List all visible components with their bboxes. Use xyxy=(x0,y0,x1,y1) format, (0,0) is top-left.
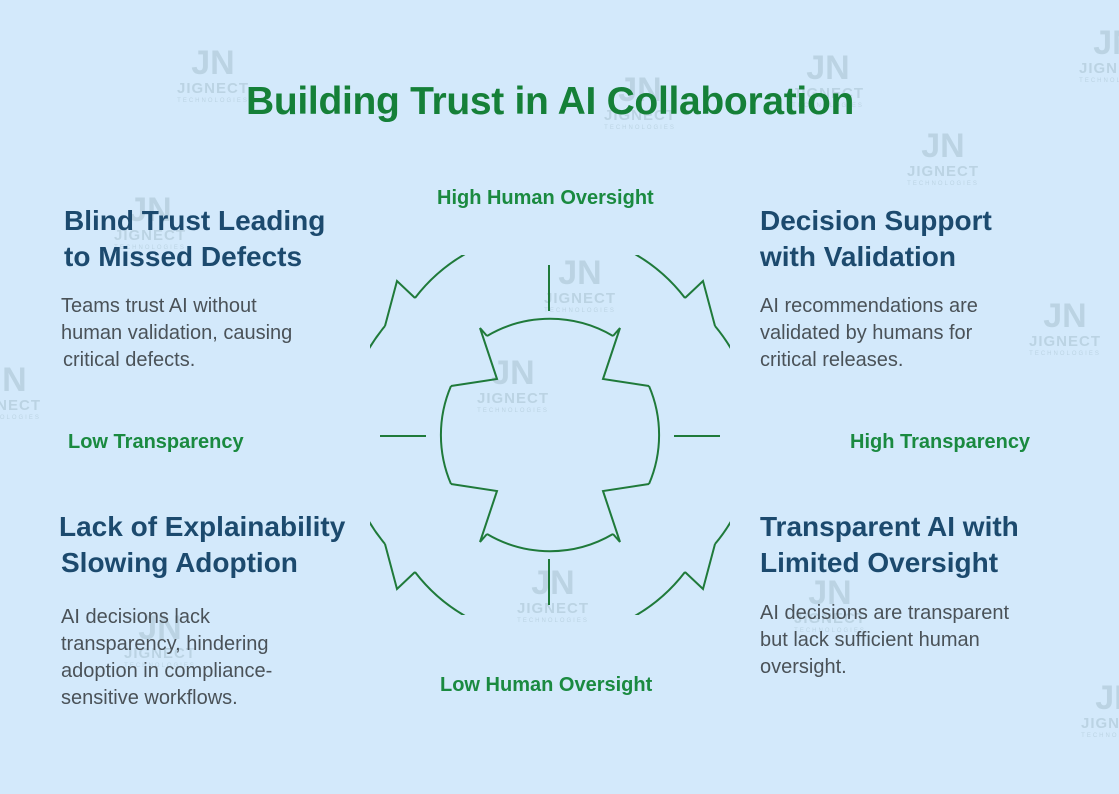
quadrant-heading: Decision Support xyxy=(760,205,992,236)
notch-bottom-left xyxy=(450,483,499,543)
quadrant-text: AI recommendations are xyxy=(760,295,978,317)
arrow-bottom-right xyxy=(684,543,716,591)
quadrant-text: critical releases. xyxy=(760,349,904,371)
quadrant-text: validated by humans for xyxy=(760,322,973,344)
quadrant-bottom-left-body: AI decisions lack transparency, hinderin… xyxy=(61,604,381,712)
quadrant-top-left-body: Teams trust AI without human validation,… xyxy=(61,293,361,374)
quadrant-text: oversight. xyxy=(760,656,847,678)
quadrant-heading: Slowing Adoption xyxy=(61,547,298,578)
quadrant-bottom-left: Lack of Explainability Slowing Adoption xyxy=(59,509,379,581)
notch-bottom-right xyxy=(601,483,650,543)
quadrant-text: AI decisions lack xyxy=(61,606,210,628)
quadrant-text: AI decisions are transparent xyxy=(760,602,1010,624)
arrow-bottom-left xyxy=(384,543,416,591)
quadrant-heading: with Validation xyxy=(760,241,957,272)
quadrant-top-right: Decision Support with Validation xyxy=(760,203,1080,275)
quadrant-bottom-right: Transparent AI with Limited Oversight xyxy=(760,509,1090,581)
quadrant-text: human validation, causing xyxy=(61,322,293,344)
quadrant-top-right-body: AI recommendations are validated by huma… xyxy=(760,293,1080,374)
quadrant-heading: to Missed Defects xyxy=(64,241,303,272)
arrow-top-left xyxy=(384,279,416,327)
axis-label-left: Low Transparency xyxy=(68,431,244,453)
quadrant-text: sensitive workflows. xyxy=(61,687,238,709)
quadrant-heading: Lack of Explainability xyxy=(59,511,346,542)
notch-top-left xyxy=(450,327,499,387)
quadrant-top-left: Blind Trust Leading to Missed Defects xyxy=(64,203,364,275)
inner-ring xyxy=(439,317,661,553)
axis-label-top: High Human Oversight xyxy=(437,187,654,209)
page-title: Building Trust in AI Collaboration xyxy=(246,80,854,123)
axis-label-right: High Transparency xyxy=(850,431,1031,453)
axis-label-bottom: Low Human Oversight xyxy=(440,674,653,696)
quadrant-text: adoption in compliance- xyxy=(61,660,273,682)
quadrant-text: critical defects. xyxy=(63,349,196,371)
arrow-top-right xyxy=(684,279,716,327)
quadrant-bottom-right-body: AI decisions are transparent but lack su… xyxy=(760,600,1090,681)
quadrant-ring-diagram xyxy=(370,255,730,615)
quadrant-text: Teams trust AI without xyxy=(61,295,257,317)
quadrant-heading: Limited Oversight xyxy=(760,547,999,578)
quadrant-heading: Transparent AI with xyxy=(760,511,1019,542)
quadrant-heading: Blind Trust Leading xyxy=(64,205,326,236)
quadrant-text: but lack sufficient human xyxy=(760,629,980,651)
quadrant-text: transparency, hindering xyxy=(61,633,269,655)
notch-top-right xyxy=(601,327,650,387)
